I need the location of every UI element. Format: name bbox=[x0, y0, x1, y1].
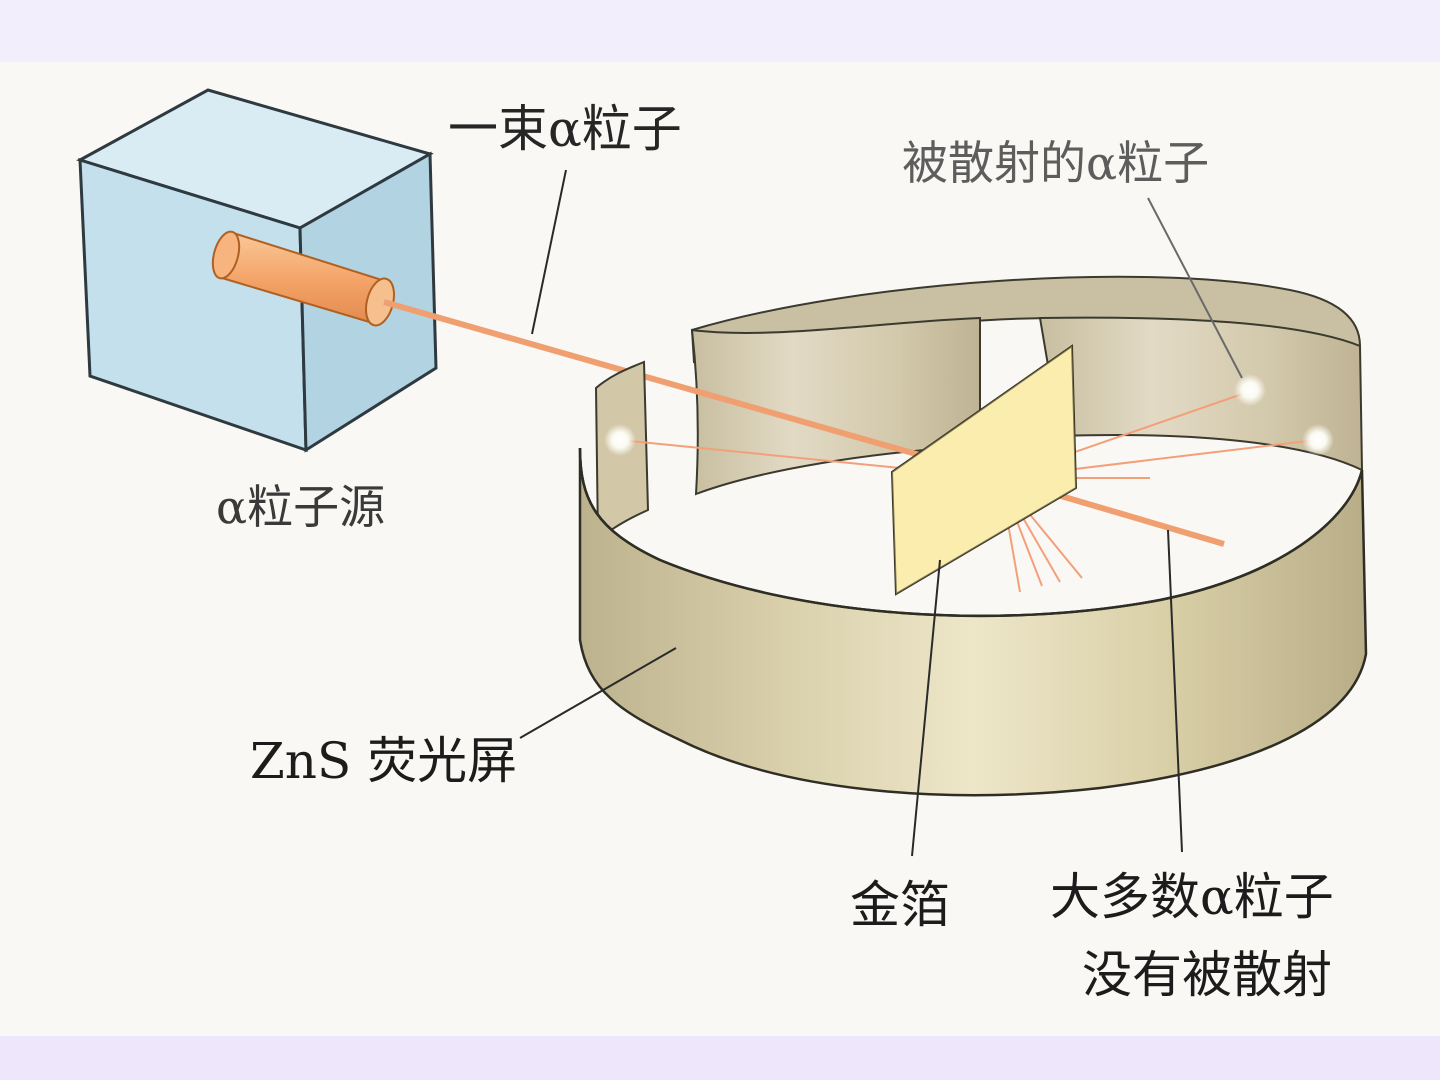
label-most-particles-line2: 没有被散射 bbox=[1082, 946, 1332, 1004]
leader-screen bbox=[519, 647, 677, 739]
incident-beam bbox=[383, 299, 1001, 481]
label-most-particles-line1: 大多数α粒子 bbox=[1050, 868, 1334, 926]
gold-foil bbox=[890, 344, 1078, 596]
bottom-band bbox=[0, 1036, 1440, 1080]
leader-most bbox=[1167, 529, 1183, 853]
flash-spot-left bbox=[604, 424, 636, 456]
leader-beam bbox=[531, 169, 567, 335]
alpha-source-box bbox=[76, 88, 438, 453]
label-gold-foil: 金箔 bbox=[850, 876, 950, 934]
emitter-cylinder bbox=[211, 230, 396, 327]
label-scattered-particles: 被散射的α粒子 bbox=[902, 136, 1210, 190]
flash-spot-upper-right bbox=[1234, 374, 1266, 406]
label-alpha-beam: 一束α粒子 bbox=[448, 100, 682, 158]
leader-foil bbox=[911, 559, 941, 857]
screen-back-wall-right bbox=[1038, 316, 1364, 472]
leader-scattered bbox=[1147, 197, 1243, 379]
leader-lines bbox=[519, 169, 1243, 857]
flash-spot-right bbox=[1302, 424, 1334, 456]
label-zns-screen: ZnS 荧光屏 bbox=[250, 732, 518, 790]
top-band bbox=[0, 0, 1440, 62]
label-alpha-source: α粒子源 bbox=[216, 480, 386, 534]
